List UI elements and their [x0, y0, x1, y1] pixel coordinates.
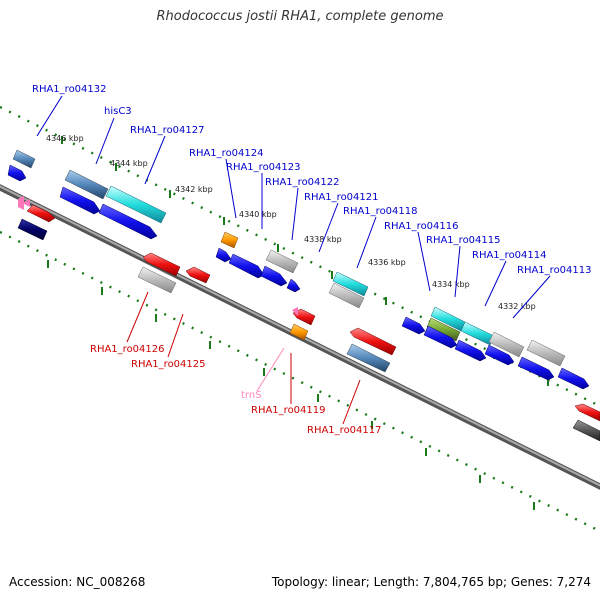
gene-label[interactable]: RHA1_ro04118 — [343, 206, 418, 217]
gene-arrow — [349, 327, 397, 356]
label-leader-lines — [36, 95, 551, 425]
scale-label: 4336 kbp — [368, 258, 406, 267]
scale-label: 4334 kbp — [432, 280, 470, 289]
reverse-outer-ticks — [0, 230, 600, 541]
gene-arrow — [59, 186, 101, 215]
gene-arrow — [484, 344, 515, 366]
gene-block — [328, 282, 365, 309]
scale-label: 4342 kbp — [175, 185, 213, 194]
scale-label: 4332 kbp — [498, 302, 536, 311]
gene-label[interactable]: trnS — [241, 390, 262, 401]
gene-block — [220, 231, 239, 249]
scale-label: 4338 kbp — [304, 235, 342, 244]
trna-arrow — [292, 307, 298, 316]
gene-block — [265, 249, 299, 274]
gene-arrow — [574, 403, 600, 422]
gene-arrow — [98, 203, 158, 240]
map-title: Rhodococcus jostii RHA1, complete genome — [156, 9, 444, 24]
gene-block — [460, 321, 495, 346]
gene-blocks — [7, 149, 600, 442]
gene-label[interactable]: RHA1_ro04124 — [189, 148, 264, 159]
gene-label[interactable]: hisC3 — [104, 106, 132, 117]
scale-label: 4340 kbp — [239, 210, 277, 219]
gene-block — [64, 169, 109, 200]
gene-arrow — [286, 278, 301, 293]
gene-arrow — [185, 266, 211, 284]
gene-label[interactable]: RHA1_ro04123 — [226, 162, 301, 173]
trna-arrow — [18, 196, 30, 210]
gene-label[interactable]: RHA1_ro04115 — [426, 235, 501, 246]
gene-label[interactable]: RHA1_ro04122 — [265, 177, 340, 188]
gene-block — [488, 331, 525, 358]
scale-label: 4344 kbp — [110, 159, 148, 168]
gene-label[interactable]: RHA1_ro04125 — [131, 359, 206, 370]
forward-gene-labels: RHA1_ro04132 hisC3 RHA1_ro04127 RHA1_ro0… — [32, 84, 592, 276]
gene-label[interactable]: RHA1_ro04121 — [304, 192, 379, 203]
accession-label: Accession: NC_008268 — [9, 575, 146, 589]
gene-block — [17, 218, 48, 241]
gene-label[interactable]: RHA1_ro04126 — [90, 344, 165, 355]
gene-label[interactable]: RHA1_ro04114 — [472, 250, 547, 261]
gene-arrow — [517, 356, 555, 381]
major-reverse-ticks — [47, 260, 535, 510]
gene-arrow — [228, 253, 265, 279]
gene-label[interactable]: RHA1_ro04127 — [130, 125, 205, 136]
gene-label[interactable]: RHA1_ro04117 — [307, 425, 382, 436]
gene-label[interactable]: RHA1_ro04113 — [517, 265, 592, 276]
gene-block — [426, 317, 461, 342]
topology-label: Topology: linear; Length: 7,804,765 bp; … — [271, 575, 591, 589]
gene-arrow — [215, 247, 232, 263]
gene-arrow — [423, 325, 458, 349]
gene-arrow — [401, 316, 426, 335]
scale-label: 4346 kbp — [46, 134, 84, 143]
gene-arrow — [454, 339, 487, 362]
reverse-gene-labels: RHA1_ro04126 RHA1_ro04125 trnS RHA1_ro04… — [90, 344, 382, 436]
scale-labels: 4346 kbp 4344 kbp 4342 kbp 4340 kbp 4338… — [46, 134, 536, 311]
gene-block — [137, 266, 177, 294]
gene-arrow — [142, 252, 181, 277]
gene-block — [346, 343, 391, 373]
gene-block — [105, 185, 167, 224]
gene-arrow — [260, 265, 288, 287]
gene-block — [332, 271, 369, 297]
gene-label[interactable]: RHA1_ro04132 — [32, 84, 107, 95]
gene-block — [572, 419, 600, 442]
gene-arrow — [7, 164, 27, 182]
gene-label[interactable]: RHA1_ro04119 — [251, 405, 326, 416]
gene-block — [526, 339, 566, 367]
gene-label[interactable]: RHA1_ro04116 — [384, 221, 459, 232]
gene-block — [12, 149, 36, 169]
gene-block — [289, 323, 309, 341]
gene-arrow — [557, 367, 590, 390]
gene-arrow — [26, 204, 56, 223]
